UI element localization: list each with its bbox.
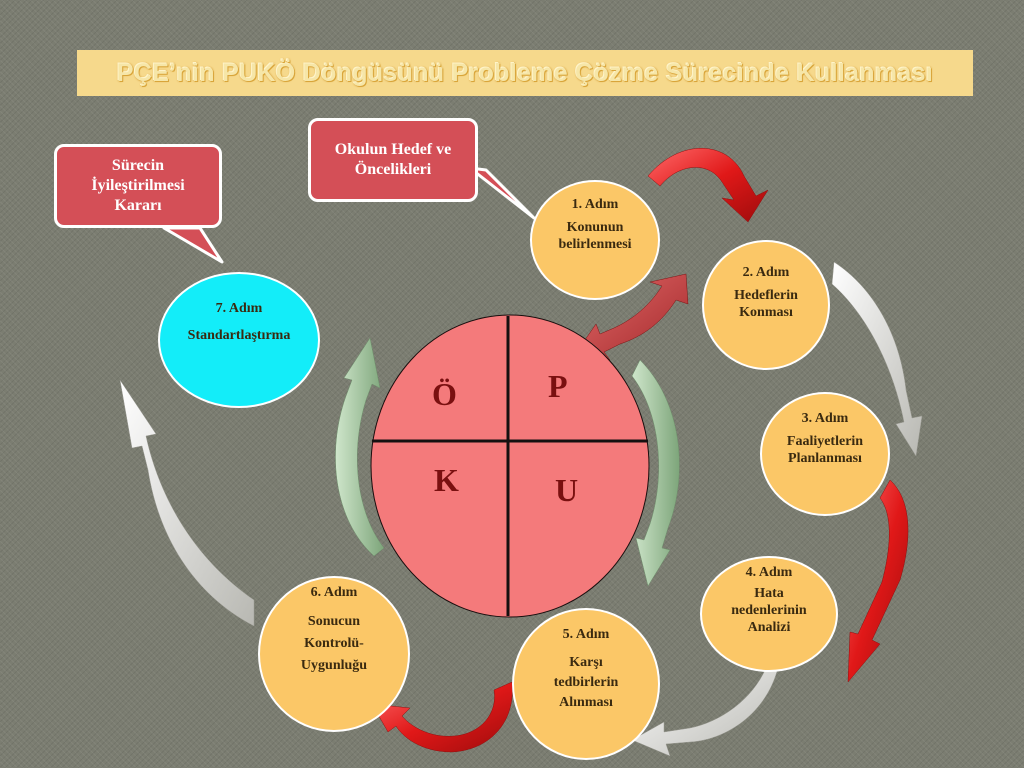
callout-goals-text: Okulun Hedef ve Öncelikleri [334,141,452,178]
callout-goals: Okulun Hedef ve Öncelikleri [308,118,478,202]
step-3-label: Faaliyetlerin Planlanması [786,434,864,466]
arrow-white-6-to-7 [119,379,255,627]
step-4-label: Hata nedenlerinin Analizi [731,586,807,635]
step-6-number: 6. Adım [310,585,358,600]
step-3-number: 3. Adım [801,411,849,426]
step-5-number: 5. Adım [562,627,610,642]
step-2-number: 2. Adım [742,265,790,280]
step-5-label: Karşı tedbirlerin Alınması [553,655,619,710]
step-7-node: 7. Adım Standartlaştırma [158,272,320,408]
arrow-green-left [335,337,385,557]
step-4-number: 4. Adım [745,565,793,580]
arrow-green-right [631,359,680,587]
step-7-number: 7. Adım [215,301,263,316]
step-1-number: 1. Adım [571,197,619,212]
step-2-label: Hedeflerin Konması [734,288,798,320]
title-bar: PÇE’nin PUKÖ Döngüsünü Probleme Çözme Sü… [77,50,973,96]
step-7-label: Standartlaştırma [187,328,291,343]
pdca-letter-o: Ö [432,376,457,412]
step-1-node: 1. Adım Konunun belirlenmesi [530,180,660,300]
callout-improve: Sürecin İyileştirilmesi Kararı [54,144,222,228]
arrow-white-2-to-3 [831,261,923,457]
step-2-node: 2. Adım Hedeflerin Konması [702,240,830,370]
arrow-red-3-to-4 [847,479,909,683]
callout-improve-text: Sürecin İyileştirilmesi Kararı [91,157,185,214]
callout-goals-tail [468,166,536,220]
step-3-node: 3. Adım Faaliyetlerin Planlanması [760,392,890,516]
step-6-label: Sonucun Kontrolü-Uygunluğu [300,614,368,673]
step-5-node: 5. Adım Karşı tedbirlerin Alınması [512,608,660,760]
callout-improve-tail [162,226,224,264]
page-title: PÇE’nin PUKÖ Döngüsünü Probleme Çözme Sü… [116,58,934,87]
pdca-letter-p: P [548,368,568,404]
pdca-circle [370,314,650,618]
arrow-dark-1-to-circle [577,273,689,361]
pdca-letter-u: U [555,472,579,508]
arrow-red-1-to-2 [647,148,769,223]
step-6-node: 6. Adım Sonucun Kontrolü-Uygunluğu [258,576,410,732]
pdca-letter-k: K [434,462,459,498]
step-4-node: 4. Adım Hata nedenlerinin Analizi [700,556,838,672]
step-1-label: Konunun belirlenmesi [558,220,632,252]
